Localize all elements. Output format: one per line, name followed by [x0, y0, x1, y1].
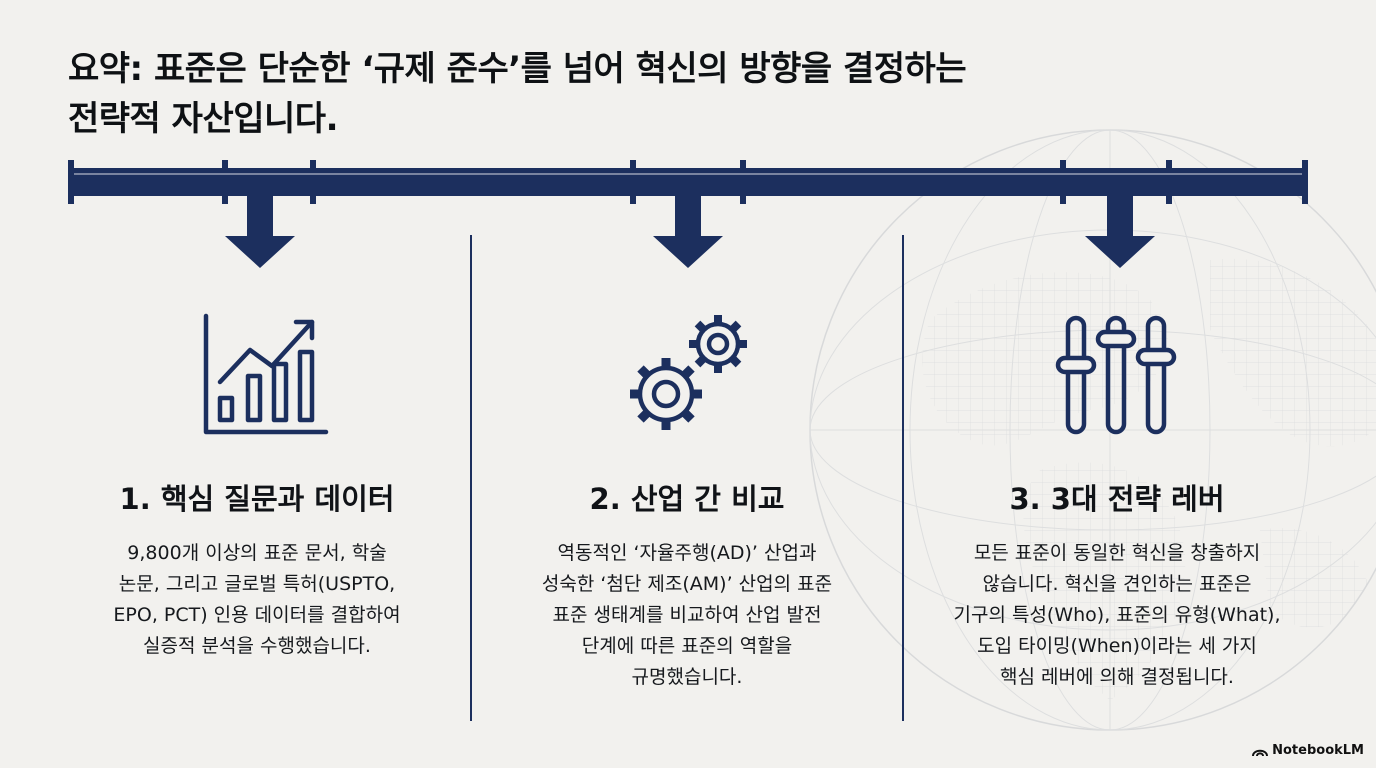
column-2-line: 규명했습니다.	[631, 666, 743, 688]
pipe-cap-left	[68, 160, 74, 204]
column-2-line: 단계에 따른 표준의 역할을	[581, 635, 793, 657]
gears-icon	[630, 315, 747, 430]
title-line-1: 요약: 표준은 단순한 ‘규제 준수’를 넘어 혁신의 방향을 결정하는	[68, 49, 967, 89]
column-2-line: 역동적인 ‘자율주행(AD)’ 산업과	[557, 542, 817, 564]
brand-watermark: NotebookLM	[1252, 743, 1364, 758]
column-3-line: 핵심 레버에 의해 결정됩니다.	[1000, 666, 1234, 688]
column-divider-1	[470, 235, 472, 721]
column-divider-2	[902, 235, 904, 721]
pipe-joint	[630, 160, 636, 204]
column-1-description: 9,800개 이상의 표준 문서, 학술 논문, 그리고 글로벌 특허(USPT…	[37, 538, 477, 662]
down-arrow-1	[225, 196, 295, 268]
bar-chart-growth-icon	[203, 313, 329, 435]
pipeline-graphic	[68, 160, 1308, 268]
pipe-joint	[1166, 160, 1172, 204]
notebooklm-logo-icon	[1252, 749, 1269, 756]
column-2-heading: 2. 산업 간 비교	[589, 482, 785, 516]
column-2-line: 성숙한 ‘첨단 제조(AM)’ 산업의 표준	[541, 573, 833, 595]
pipe-joint	[222, 160, 228, 204]
column-1-heading: 1. 핵심 질문과 데이터	[119, 482, 395, 516]
column-2-description: 역동적인 ‘자율주행(AD)’ 산업과 성숙한 ‘첨단 제조(AM)’ 산업의 …	[467, 538, 907, 693]
column-2-line: 표준 생태계를 비교하여 산업 발전	[552, 604, 822, 626]
pipe-joint	[310, 160, 316, 204]
page-title: 요약: 표준은 단순한 ‘규제 준수’를 넘어 혁신의 방향을 결정하는 전략적…	[68, 44, 1218, 144]
pipe-cap-right	[1302, 160, 1308, 204]
column-3-heading: 3. 3대 전략 레버	[1009, 482, 1225, 516]
column-1-line: 실증적 분석을 수행했습니다.	[143, 635, 371, 657]
column-3-line: 기구의 특성(Who), 표준의 유형(What),	[953, 604, 1281, 626]
sliders-icon	[1055, 315, 1177, 435]
column-1-line: 논문, 그리고 글로벌 특허(USPTO,	[118, 573, 396, 595]
column-3-line: 모든 표준이 동일한 혁신을 창출하지	[973, 542, 1261, 564]
down-arrow-2	[653, 196, 723, 268]
column-3-description: 모든 표준이 동일한 혁신을 창출하지 않습니다. 혁신을 견인하는 표준은 기…	[897, 538, 1337, 693]
column-3-line: 도입 타이밍(When)이라는 세 가지	[977, 635, 1257, 657]
column-1-line: 9,800개 이상의 표준 문서, 학술	[127, 542, 387, 564]
column-3-line: 않습니다. 혁신을 견인하는 표준은	[982, 573, 1252, 595]
title-line-2: 전략적 자산입니다.	[68, 99, 339, 139]
column-1-line: EPO, PCT) 인용 데이터를 결합하여	[113, 604, 401, 626]
brand-label: NotebookLM	[1272, 743, 1364, 758]
pipe-joint	[740, 160, 746, 204]
pipe-joint	[1060, 160, 1066, 204]
down-arrow-3	[1085, 196, 1155, 268]
